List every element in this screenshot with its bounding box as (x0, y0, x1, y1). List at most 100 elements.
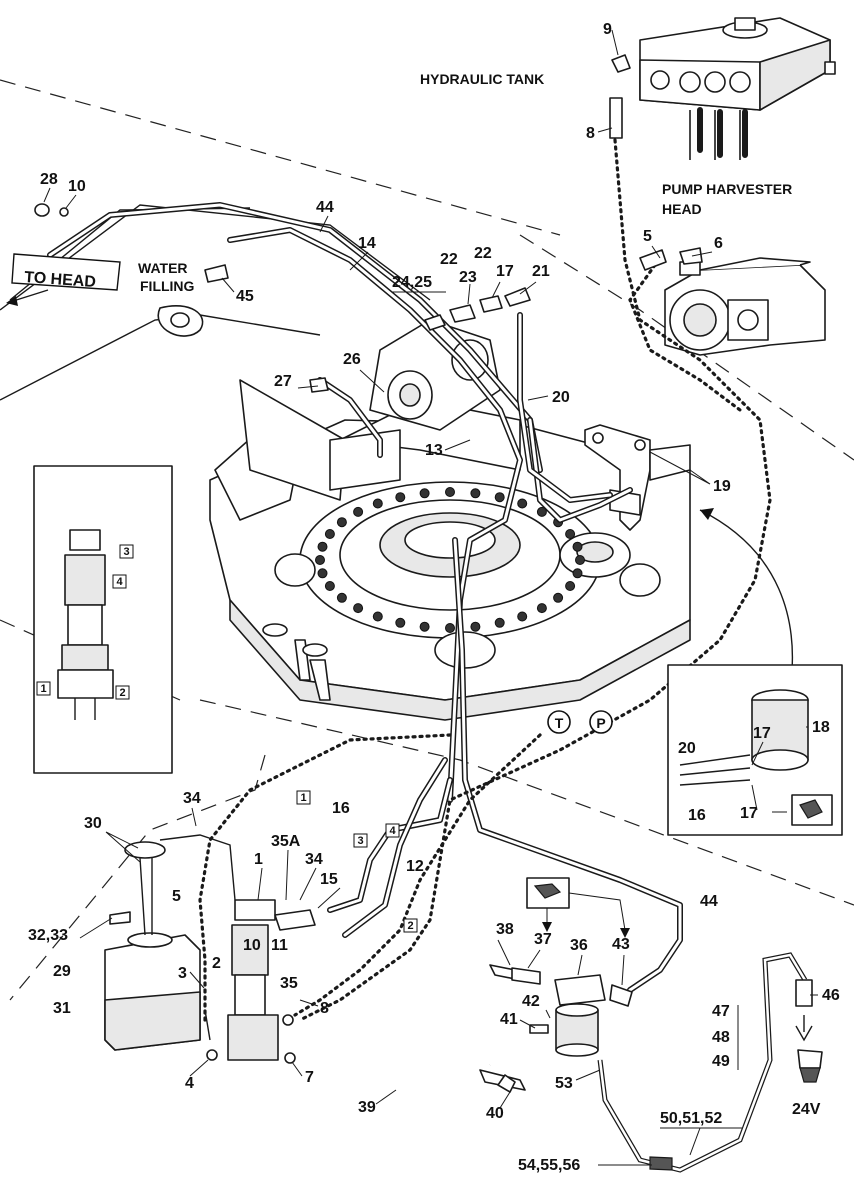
label-29: 29 (53, 963, 71, 980)
bolt-head (395, 492, 406, 503)
label-10-top: 10 (68, 178, 86, 195)
label-11: 11 (271, 937, 288, 954)
label-28: 28 (40, 171, 58, 188)
svg-text:1: 1 (40, 683, 46, 695)
leftward-arrow-icon (6, 289, 49, 306)
svg-text:4: 4 (389, 825, 396, 837)
label-20-main: 20 (552, 389, 570, 406)
label-44-top: 44 (316, 199, 334, 216)
bolt-head (517, 498, 528, 509)
svg-text:2: 2 (119, 687, 125, 699)
bolt-head (445, 623, 455, 633)
voltage-caption: 24V (792, 1101, 821, 1118)
label-46: 46 (822, 987, 840, 1004)
bolt-head (565, 529, 576, 539)
bolt-head (572, 541, 583, 552)
bolt-head (494, 492, 505, 503)
label-48: 48 (712, 1029, 730, 1046)
hydraulic-tank-caption: HYDRAULIC TANK (420, 71, 544, 87)
bolt-head (315, 555, 325, 565)
label-38: 38 (496, 921, 514, 938)
label-underlines (392, 291, 742, 1129)
svg-text:3: 3 (357, 835, 363, 847)
label-22-b: 22 (474, 245, 492, 262)
label-5-bottom: 5 (172, 888, 181, 905)
leader-lines (43, 29, 818, 1166)
water-filling-caption-line1: WATER (138, 260, 188, 276)
boxed-label-hose-1: 1 (296, 790, 311, 805)
hydraulic-tank (609, 17, 836, 160)
label-7: 7 (305, 1069, 314, 1086)
top-fittings (34, 203, 703, 393)
boxed-label-hose-2: 2 (403, 918, 418, 933)
label-16-main: 16 (332, 800, 350, 817)
label-20-inset: 20 (678, 740, 696, 757)
bolt-head (395, 617, 406, 628)
label-5-top: 5 (643, 228, 652, 245)
connector-t: T (547, 710, 571, 734)
bolt-head (536, 603, 547, 614)
pump-caption-line1: PUMP HARVESTER (662, 181, 792, 197)
label-8-top: 8 (586, 125, 595, 142)
bolt-head (445, 487, 455, 497)
label-1: 1 (254, 851, 263, 868)
label-26: 26 (343, 351, 361, 368)
rotator-inset (667, 664, 843, 836)
bolt-head (575, 555, 585, 565)
boxed-label-inset-4: 4 (112, 574, 127, 589)
bolt-head (470, 488, 481, 499)
label-2: 2 (212, 955, 221, 972)
bolt-head (353, 603, 364, 614)
bolt-head (372, 498, 383, 509)
label-35a: 35A (271, 833, 301, 850)
label-41: 41 (500, 1011, 518, 1028)
label-37: 37 (534, 931, 552, 948)
boxed-label-inset-1: 1 (36, 681, 51, 696)
cylinder-inset (33, 465, 173, 774)
label-12: 12 (406, 858, 424, 875)
bolt-head (536, 506, 547, 517)
label-3: 3 (178, 965, 187, 982)
electrical-cable (597, 952, 823, 1173)
label-18: 18 (812, 719, 830, 736)
bolt-head (553, 592, 564, 603)
bolt-head (565, 581, 576, 591)
label-40: 40 (486, 1105, 504, 1122)
svg-text:3: 3 (123, 546, 129, 558)
pump-caption-line2: HEAD (662, 201, 702, 217)
to-head-caption: TO HEAD (24, 269, 97, 291)
svg-text:P: P (596, 715, 605, 731)
label-53: 53 (555, 1075, 573, 1092)
svg-text:4: 4 (116, 576, 123, 588)
label-32-33: 32,33 (28, 927, 68, 944)
boxed-label-inset-3: 3 (119, 544, 134, 559)
label-35: 35 (280, 975, 298, 992)
label-44-bottom: 44 (700, 893, 718, 910)
bolt-head (324, 581, 335, 591)
to-head-tag: TO HEAD (11, 253, 121, 291)
water-hose-reel (363, 960, 526, 1114)
label-36: 36 (570, 937, 588, 954)
boxed-label-hose-3: 3 (353, 833, 368, 848)
svg-text:T: T (555, 715, 564, 731)
label-17-inset-bottom: 17 (740, 805, 758, 822)
label-22-a: 22 (440, 251, 458, 268)
bolt-head (470, 621, 481, 632)
label-43: 43 (612, 936, 630, 953)
label-19: 19 (713, 478, 731, 495)
bolt-head (336, 517, 347, 528)
dotted-lines (198, 138, 772, 1022)
spray-nozzle-icon (526, 877, 630, 938)
label-49: 49 (712, 1053, 730, 1070)
label-21: 21 (532, 263, 550, 280)
svg-text:2: 2 (407, 920, 413, 932)
label-15: 15 (320, 871, 338, 888)
part-number-labels: 9 8 28 10 44 14 22 22 23 17 21 24,25 5 6… (28, 21, 840, 1174)
bolt-head (353, 506, 364, 517)
arc-arrow (699, 508, 793, 691)
label-16-inset: 16 (688, 807, 706, 824)
label-4: 4 (185, 1075, 194, 1092)
boxed-labels: 3 4 1 2 1 3 4 2 (36, 544, 418, 933)
bolt-head (317, 568, 328, 579)
